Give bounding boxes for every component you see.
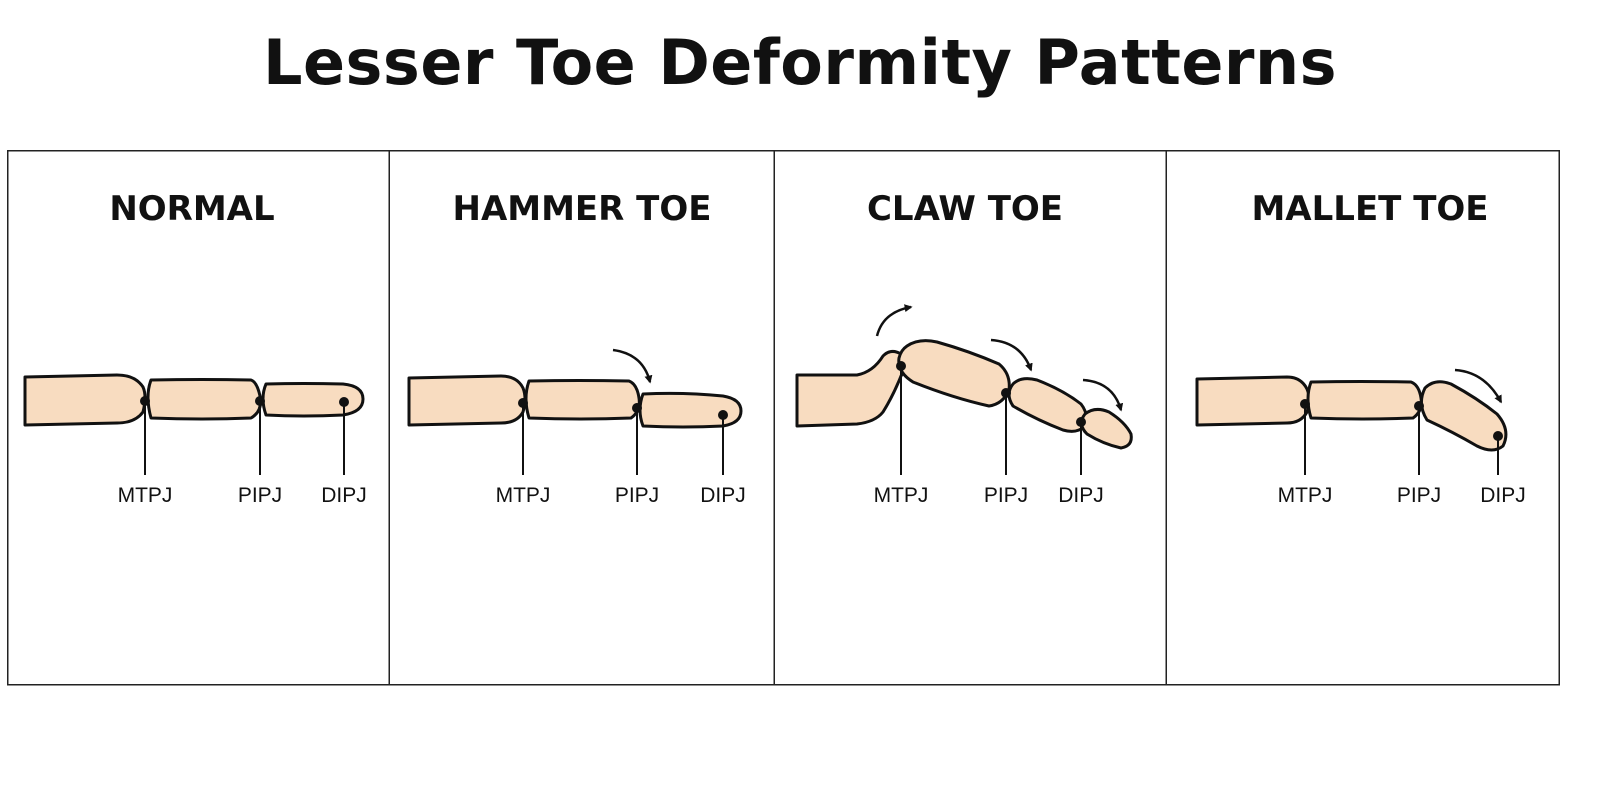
hammer-pipj-marker (632, 403, 642, 413)
hammer-distal-segment (638, 391, 743, 429)
claw-distal-segment (1007, 377, 1088, 433)
claw-mtpj-label: MTPJ (874, 484, 929, 507)
mallet-dipj-marker (1493, 431, 1503, 441)
hammer-pipj-curved-arrow-icon (612, 348, 653, 384)
normal-middle-segment (146, 378, 263, 421)
panel-title-claw-toe: CLAW TOE (867, 189, 1063, 229)
mallet-mtpj-marker (1300, 399, 1310, 409)
normal-dipj-marker (339, 397, 349, 407)
claw-pipj-marker (1001, 388, 1011, 398)
claw-dipj-marker (1076, 417, 1086, 427)
claw-toe: MTPJ PIPJ DIPJ (795, 304, 1133, 507)
normal-proximal-segment (23, 373, 147, 427)
mallet-pipj-marker (1414, 401, 1424, 411)
claw-proximal-segment (795, 349, 907, 428)
claw-dipj-curved-arrow-icon (1082, 378, 1124, 412)
normal-mtpj-marker (140, 396, 150, 406)
claw-pipj-curved-arrow-icon (990, 338, 1033, 372)
hammer-middle-segment (524, 379, 641, 421)
panel-title-mallet-toe: MALLET TOE (1251, 189, 1488, 229)
panel-frame-mallet-toe (1165, 150, 1560, 686)
claw-mtpj-marker (896, 361, 906, 371)
panel-title-normal: NORMAL (109, 189, 274, 229)
mallet-dipj-curved-arrow-icon (1454, 368, 1503, 404)
page-title: Lesser Toe Deformity Patterns (262, 26, 1338, 99)
hammer-mtpj-marker (518, 398, 528, 408)
mallet-distal-segment (1420, 380, 1508, 452)
normal-toe: MTPJ PIPJ DIPJ (23, 373, 367, 507)
hammer-dipj-marker (718, 410, 728, 420)
mallet-dipj-label: DIPJ (1480, 484, 1526, 507)
mallet-toe: MTPJ PIPJ DIPJ (1195, 368, 1526, 507)
mallet-proximal-segment (1195, 375, 1311, 427)
normal-pipj-marker (255, 396, 265, 406)
hammer-mtpj-label: MTPJ (496, 484, 551, 507)
normal-mtpj-label: MTPJ (118, 484, 173, 507)
normal-pipj-label: PIPJ (238, 484, 282, 507)
claw-tip-segment (1080, 407, 1133, 450)
mallet-mtpj-label: MTPJ (1278, 484, 1333, 507)
normal-distal-segment (261, 382, 365, 418)
hammer-pipj-label: PIPJ (615, 484, 659, 507)
hammer-toe: MTPJ PIPJ DIPJ (407, 348, 746, 507)
claw-dipj-label: DIPJ (1058, 484, 1104, 507)
claw-mtpj-curved-arrow-icon (875, 304, 913, 337)
panel-title-hammer-toe: HAMMER TOE (452, 189, 711, 229)
hammer-dipj-label: DIPJ (700, 484, 746, 507)
hammer-proximal-segment (407, 374, 527, 427)
mallet-pipj-label: PIPJ (1397, 484, 1441, 507)
toe-diagram: NORMAL HAMMER TOE CLAW TOE MALLET TOE MT… (7, 150, 1560, 686)
claw-middle-segment (897, 339, 1011, 408)
normal-dipj-label: DIPJ (321, 484, 367, 507)
mallet-middle-segment (1306, 380, 1423, 421)
claw-pipj-label: PIPJ (984, 484, 1028, 507)
